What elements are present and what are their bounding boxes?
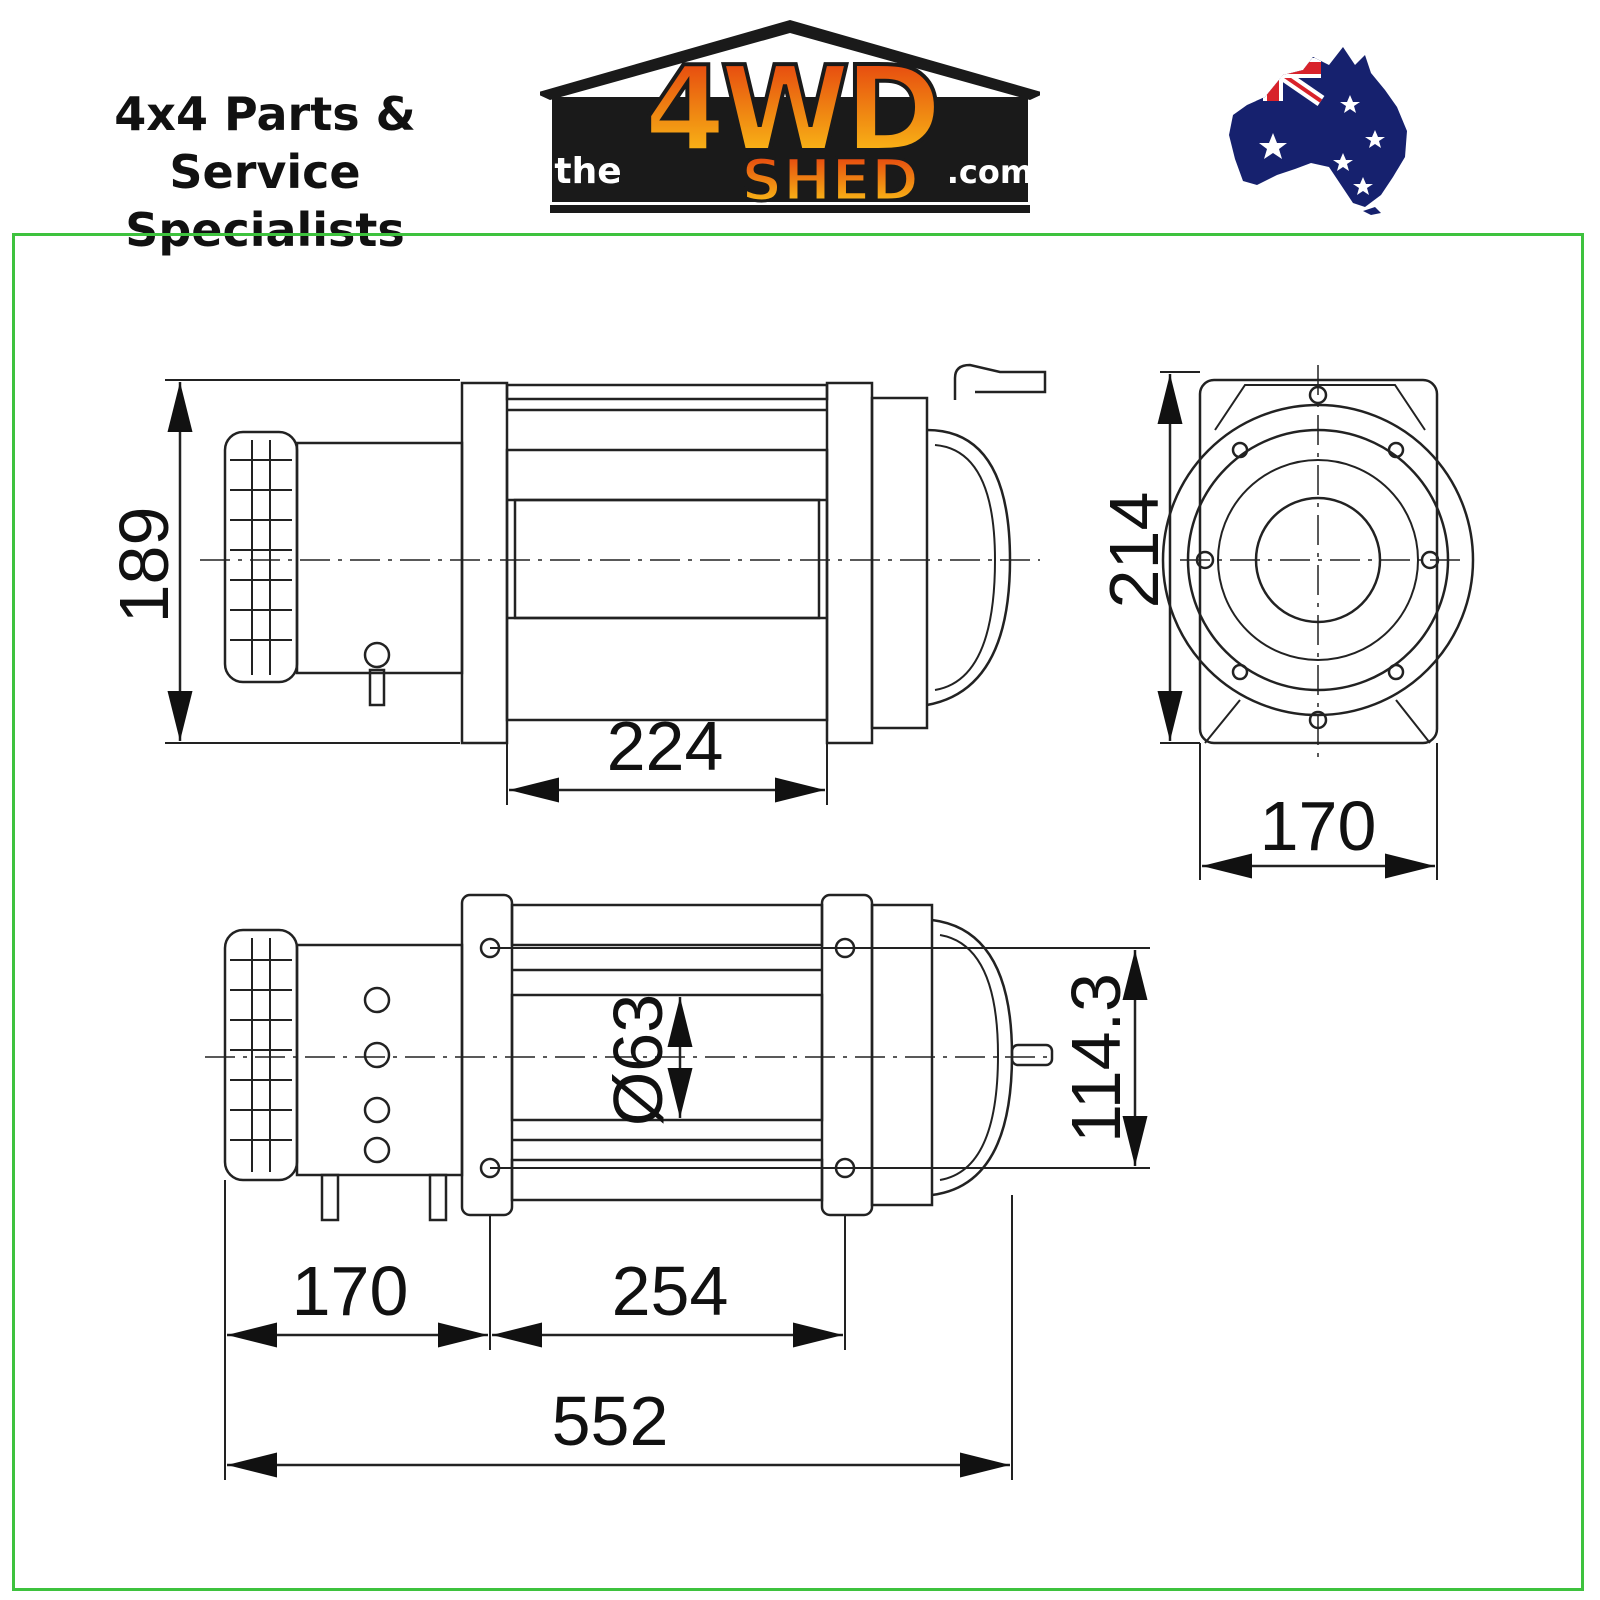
gearbox-housing — [870, 396, 929, 730]
header: 4x4 Parts & Service Specialists the 4WD … — [0, 0, 1600, 257]
right-end-plate — [825, 381, 874, 745]
dim-label-189: 189 — [105, 507, 183, 624]
side-motor-cap — [223, 928, 299, 1182]
dim-label-end-170: 170 — [1260, 787, 1377, 865]
tagline-line-2: Specialists — [125, 203, 405, 257]
dim-label-552: 552 — [552, 1382, 669, 1460]
dim-label-114-3: 114.3 — [1057, 973, 1135, 1143]
dim-label-224: 224 — [607, 707, 724, 785]
tie-bar-top — [505, 383, 829, 401]
tagline: 4x4 Parts & Service Specialists — [20, 85, 510, 259]
the-4wd-shed-logo: the 4WD SHED .com — [540, 20, 1040, 216]
logo-base — [550, 205, 1030, 213]
drum — [505, 448, 829, 722]
terminal-post — [368, 668, 386, 707]
tagline-line-1: 4x4 Parts & Service — [114, 87, 416, 199]
drawing-frame — [12, 233, 1584, 1591]
terminal-bolt — [363, 641, 391, 669]
top-view — [165, 363, 1047, 805]
australia-map-flag-icon — [1229, 47, 1407, 215]
dim-label-side-170: 170 — [292, 1252, 409, 1330]
logo-sub-text: SHED — [741, 146, 919, 214]
output-shaft — [1010, 1043, 1054, 1067]
gearbox-cover — [926, 428, 1012, 707]
dim-label-214: 214 — [1095, 492, 1173, 609]
dim-label-254: 254 — [612, 1252, 729, 1330]
motor-body — [295, 441, 464, 675]
left-end-plate — [460, 381, 509, 745]
drum-core — [513, 498, 821, 620]
logo-prefix: the — [554, 151, 621, 192]
motor-cap — [223, 430, 299, 684]
clutch-lever — [953, 363, 1047, 400]
terminal-right — [428, 1173, 448, 1222]
side-tie-bar-top — [510, 903, 824, 947]
side-gearbox — [870, 903, 934, 1207]
terminal-left — [320, 1173, 340, 1222]
logo-shed-body — [552, 97, 1028, 202]
logo-main-text: 4WD — [644, 40, 936, 178]
dim-label-o63: Ø63 — [599, 994, 677, 1126]
side-view — [205, 893, 1150, 1480]
side-motor-body — [295, 943, 464, 1177]
tasmania — [1363, 207, 1381, 215]
side-tie-bar-bottom — [510, 1158, 824, 1202]
flag-stars — [1259, 95, 1385, 195]
logo-suffix: .com — [947, 153, 1033, 191]
